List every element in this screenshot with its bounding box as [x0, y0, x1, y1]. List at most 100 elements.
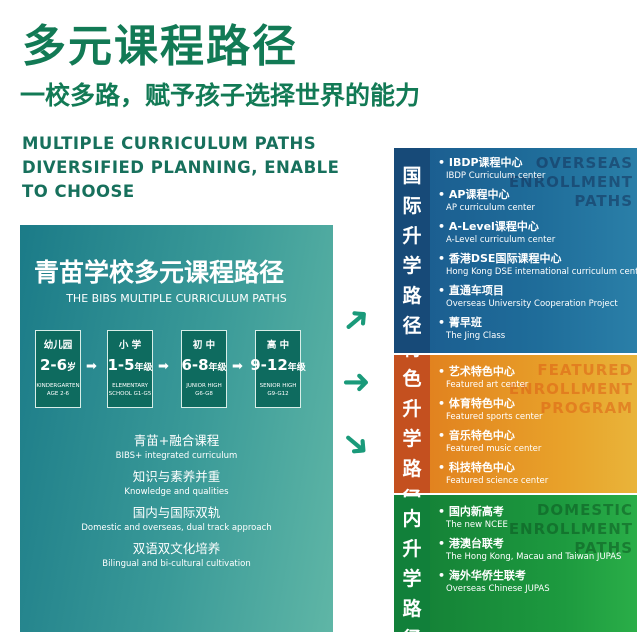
path-item-zh-text: 科技特色中心: [448, 461, 515, 474]
path-item-zh: • IBDP课程中心: [438, 156, 523, 169]
label-char: 内: [402, 507, 422, 530]
path-item-en: Overseas University Cooperation Project: [446, 299, 618, 309]
path-item-en: IBDP Curriculum center: [446, 171, 546, 181]
path-item-en: Featured sports center: [446, 412, 543, 422]
stage-range-value: 9-12: [250, 356, 288, 374]
path-item-zh: • 港澳台联考: [438, 537, 504, 550]
path-item-en: A-Level curriculum center: [446, 235, 556, 245]
stage-unit: 年级: [208, 363, 227, 373]
label-char: 际: [402, 194, 422, 217]
stage-en2: G6-G8: [195, 391, 213, 397]
path-item-en: The Hong Kong, Macau and Taiwan JUPAS: [446, 552, 622, 562]
path-item-zh-text: AP课程中心: [448, 188, 510, 201]
label-char: 径: [402, 484, 421, 493]
label-char: 路: [402, 458, 422, 480]
label-char: 学: [402, 428, 422, 450]
label-char: 学: [402, 254, 422, 277]
stage-english: JUNIOR HIGH G6-G8: [182, 382, 226, 398]
feature-en: Domestic and overseas, dual track approa…: [81, 523, 272, 533]
stage-en1: ELEMENTARY: [112, 383, 148, 389]
path-item-en: Featured music center: [446, 444, 542, 454]
path-item-zh-text: 香港DSE国际课程中心: [448, 252, 562, 265]
stage-en1: JUNIOR HIGH: [186, 383, 222, 389]
path-item: • 港澳台联考 The Hong Kong, Macau and Taiwan J…: [438, 535, 637, 562]
stage-en2: AGE 2-6: [46, 391, 70, 397]
stage-en2: SCHOOL G1-G5: [108, 391, 152, 397]
arrow-icon: ➜: [332, 419, 381, 469]
path-item-en: Featured art center: [446, 380, 529, 390]
path-item-zh: • 直通车项目: [438, 284, 504, 297]
stage-name: 高 中: [266, 340, 290, 351]
path-item-zh-text: 国内新高考: [448, 505, 504, 518]
path-item-zh: • 艺术特色中心: [438, 365, 515, 378]
path-item: • IBDP课程中心 IBDP Curriculum center: [438, 154, 637, 181]
path-item: • 直通车项目 Overseas University Cooperation P…: [438, 282, 637, 309]
label-char: 升: [402, 398, 422, 420]
path-item-zh-text: 直通车项目: [448, 284, 504, 297]
label-char: 升: [402, 537, 422, 560]
path-item: • 香港DSE国际课程中心 Hong Kong DSE international…: [438, 250, 637, 277]
watermark-line: DOMESTIC: [536, 501, 633, 519]
path-item-zh-text: IBDP课程中心: [448, 156, 523, 169]
label-char: 径: [402, 314, 422, 337]
feature-en: Knowledge and qualities: [124, 487, 229, 497]
watermark-line: FEATURED: [537, 361, 633, 379]
watermark-line: ENROLLMENT: [508, 173, 633, 191]
arrow-right-icon: ➡: [158, 359, 169, 374]
watermark-line: PATHS: [574, 192, 633, 210]
path-item-en: The Jing Class: [446, 331, 506, 341]
label-char: 色: [402, 368, 422, 390]
feature-zh: 青苗+融合课程: [133, 433, 220, 448]
path-item-zh: • 体育特色中心: [438, 397, 515, 410]
label-char: 国: [402, 164, 422, 187]
arrow-right-icon: ➡: [232, 359, 243, 374]
path-item-en: Hong Kong DSE international curriculum c…: [446, 267, 637, 277]
label-char: 学: [402, 567, 422, 590]
arrow-icon: ➜: [342, 362, 371, 402]
panel-subtitle: THE BIBS MULTIPLE CURRICULUM PATHS: [66, 292, 287, 305]
stage-name: 初 中: [192, 340, 216, 351]
stage-en1: SENIOR HIGH: [259, 383, 297, 389]
stage-unit: 岁: [67, 363, 77, 373]
label-char: 径: [402, 624, 421, 633]
stage-range: 9-12年级: [250, 356, 306, 374]
path-item-zh: • AP课程中心: [438, 188, 510, 201]
stage-name: 小 学: [118, 340, 142, 351]
stage-range: 6-8年级: [176, 356, 232, 374]
feature-zh: 知识与素养并重: [132, 469, 221, 484]
path-item-zh-text: 音乐特色中心: [448, 429, 515, 442]
stage-name: 幼儿园: [43, 340, 73, 351]
stage-en1: KINDERGARTEN: [36, 383, 80, 389]
arrow-right-icon: ➡: [86, 359, 97, 374]
feature-zh: 国内与国际双轨: [132, 505, 221, 520]
feature-item: 国内与国际双轨 Domestic and overseas, dual track…: [20, 502, 333, 533]
path-item-zh-text: 体育特色中心: [448, 397, 515, 410]
feature-item: 青苗+融合课程 BIBS+ integrated curriculum: [20, 430, 333, 461]
path-item: • 体育特色中心 Featured sports center: [438, 395, 637, 422]
watermark-line: OVERSEAS: [535, 154, 633, 172]
feature-en: BIBS+ integrated curriculum: [115, 451, 238, 461]
path-item-zh: • 香港DSE国际课程中心: [438, 252, 562, 265]
path-item-zh-text: 港澳台联考: [448, 537, 504, 550]
path-item-zh-text: 海外华侨生联考: [448, 569, 526, 582]
path-item-en: The new NCEE: [446, 520, 508, 530]
